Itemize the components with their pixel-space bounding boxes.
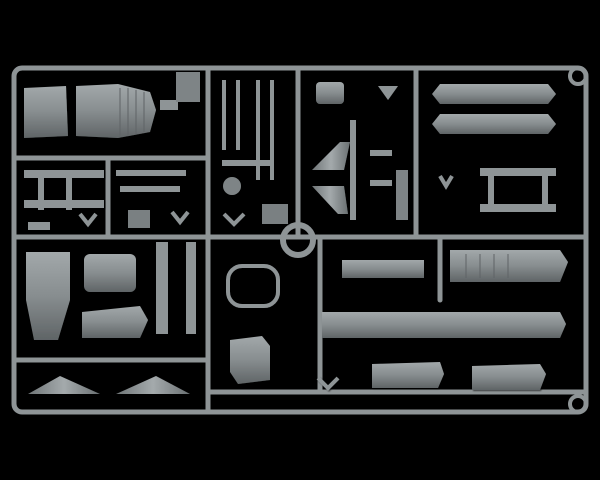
fuselage-parts	[322, 250, 568, 390]
engine-nozzle-parts	[24, 72, 200, 138]
frame-parts-center	[226, 264, 340, 391]
corner-tab-tr	[568, 66, 588, 86]
sprue-frame	[11, 65, 589, 415]
corner-tab-br	[568, 394, 588, 414]
strut-parts	[222, 80, 288, 227]
frame-parts-right	[432, 84, 556, 212]
fin-parts	[312, 82, 408, 220]
small-parts-left	[24, 170, 190, 230]
panel-parts-lower-left	[26, 242, 196, 394]
sprue-ring	[280, 222, 316, 258]
